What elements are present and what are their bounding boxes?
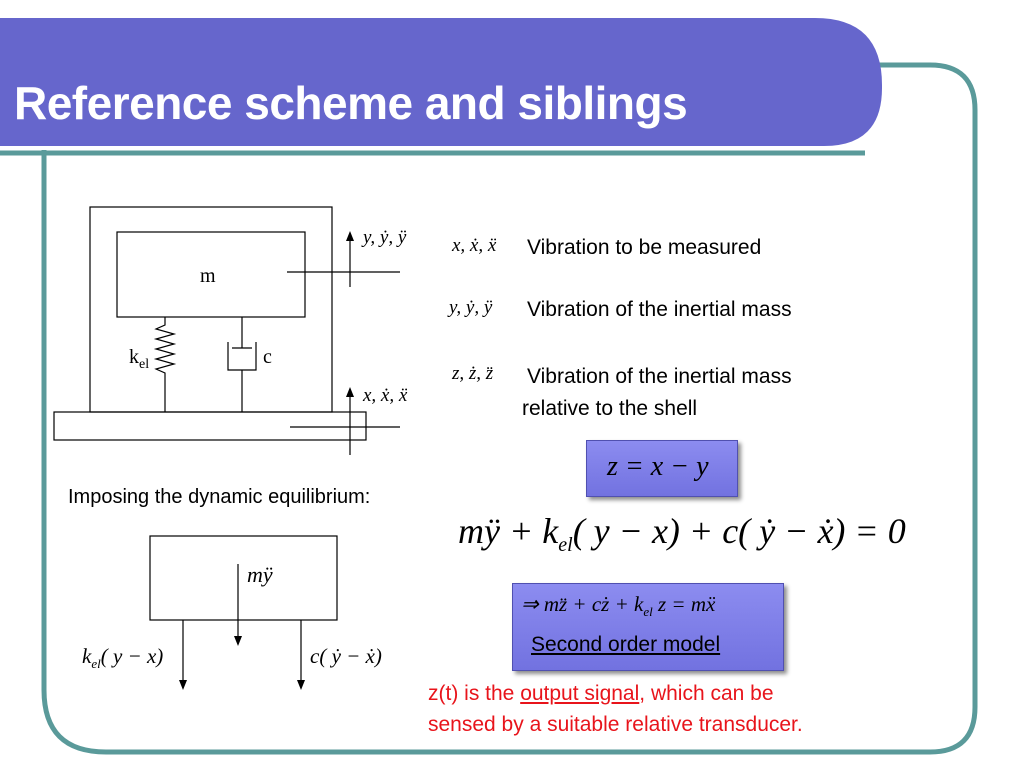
relation-box: z = x − y: [586, 440, 738, 497]
spring-symbol: [153, 317, 177, 412]
free-body-mass: [149, 535, 338, 621]
spring-label: kel: [129, 346, 149, 372]
spring-force-label: kel( y − x): [82, 644, 163, 671]
damper-force-arrow: [297, 680, 305, 690]
main-equation: mÿ + kel( y − x) + c( ẏ − ẋ) = 0: [458, 511, 906, 557]
free-body-diagram: mÿ kel( y − x) c( ẏ − ẋ): [82, 535, 382, 690]
model-equation: ⇒ mz̈ + cż + kel z = mẍ: [521, 592, 716, 620]
damper-label: c: [263, 346, 272, 368]
mass-displacement-label: y, ẏ, ÿ: [361, 227, 407, 248]
base-plate: [53, 411, 367, 441]
mass-label: m: [200, 265, 216, 287]
reference-scheme-diagram: m kel c y, ẏ, ÿ x, ẋ, ẍ: [53, 206, 408, 455]
output-signal-term: output signal: [520, 682, 640, 705]
title-bar-shape: [0, 18, 882, 146]
inertial-force-label: mÿ: [247, 562, 273, 587]
legend-text-x: Vibration to be measured: [527, 236, 762, 259]
damper-symbol: [227, 317, 257, 412]
spring-force-arrow: [179, 680, 187, 690]
model-box: ⇒ mz̈ + cż + kel z = mẍ Second order mod…: [512, 583, 784, 671]
relation-equation: z = x − y: [607, 451, 709, 482]
legend-text-y: Vibration of the inertial mass: [527, 298, 792, 321]
slide-border: [41, 62, 978, 755]
output-signal-note: z(t) is the output signal, which can be: [428, 682, 774, 705]
shell-frame: [89, 206, 333, 413]
model-label: Second order model: [531, 633, 721, 656]
legend-text-z-line1: Vibration of the inertial mass: [527, 365, 792, 388]
inertial-mass-block: [116, 231, 306, 318]
base-arrow-head: [346, 387, 354, 397]
legend-symbol-y: y, ẏ, ÿ: [449, 297, 493, 318]
base-displacement-label: x, ẋ, ẍ: [362, 385, 408, 406]
legend-symbol-z: z, ż, z̈: [452, 363, 494, 384]
output-signal-note-line2: sensed by a suitable relative transducer…: [428, 713, 803, 736]
legend-text-z-line2: relative to the shell: [522, 397, 698, 420]
slide-title: Reference scheme and siblings: [14, 77, 688, 129]
legend-symbol-x: x, ẋ, ẍ: [452, 235, 497, 256]
mass-arrow-head: [346, 231, 354, 241]
inertial-force-arrow: [234, 636, 242, 646]
equilibrium-intro: Imposing the dynamic equilibrium:: [68, 486, 371, 508]
damper-force-label: c( ẏ − ẋ): [310, 644, 382, 668]
